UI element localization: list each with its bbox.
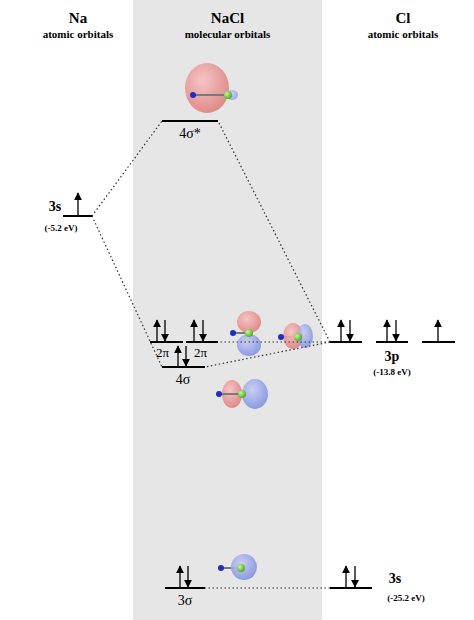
atom-heading: Cl bbox=[396, 10, 411, 27]
orbital-label: 2π bbox=[156, 346, 169, 361]
orbital-label: 4σ bbox=[176, 372, 191, 388]
orbital-4sigma bbox=[216, 379, 268, 409]
energy-level: 3s(-5.2 eV) bbox=[63, 215, 92, 217]
orbital-label: 3p bbox=[385, 349, 400, 365]
energy-value: (-13.8 eV) bbox=[373, 367, 411, 377]
orbital-2pi bbox=[230, 311, 261, 356]
energy-level: 3p(-13.8 eV) bbox=[330, 341, 455, 343]
energy-value: (-25.2 eV) bbox=[387, 593, 425, 603]
atom-heading: Na bbox=[69, 10, 87, 27]
energy-level: 4σ* bbox=[162, 120, 218, 122]
mo-band: NaClmolecular orbitals4σ*2π2π4σ3σ bbox=[133, 0, 322, 620]
orbital-label: 3s bbox=[389, 571, 401, 587]
orbital-label: 3s bbox=[49, 199, 61, 215]
energy-level: 2π bbox=[150, 341, 183, 343]
column-heading: atomic orbitals bbox=[43, 28, 114, 41]
correlation-line bbox=[205, 587, 330, 588]
correlation-line bbox=[205, 342, 330, 367]
energy-value: (-5.2 eV) bbox=[45, 223, 78, 233]
orbital-label: NaCl bbox=[211, 10, 244, 27]
energy-level: 4σ bbox=[162, 366, 205, 368]
orbital-label: 4σ* bbox=[179, 126, 201, 142]
mo-band bbox=[133, 0, 322, 620]
level-line bbox=[422, 341, 455, 343]
correlation-line bbox=[92, 121, 162, 216]
energy-level: 3σ bbox=[165, 587, 205, 589]
energy-value: molecular orbitals bbox=[185, 28, 271, 41]
orbital-4sigma-star bbox=[185, 63, 238, 113]
energy-level: 2π bbox=[186, 341, 218, 343]
electron-arrows bbox=[78, 193, 438, 587]
correlation-line bbox=[218, 341, 330, 342]
level-line bbox=[330, 341, 362, 343]
correlation-line bbox=[218, 121, 330, 342]
level-line bbox=[376, 341, 408, 343]
orbital-3p bbox=[278, 323, 313, 349]
orbital-label: 2π bbox=[194, 346, 207, 361]
orbital-label: 3σ bbox=[178, 593, 193, 609]
orbital-3sigma bbox=[218, 554, 257, 580]
column-heading: atomic orbitals bbox=[368, 28, 439, 41]
energy-level: 3s(-25.2 eV) bbox=[330, 587, 372, 589]
correlation-line bbox=[92, 216, 162, 367]
